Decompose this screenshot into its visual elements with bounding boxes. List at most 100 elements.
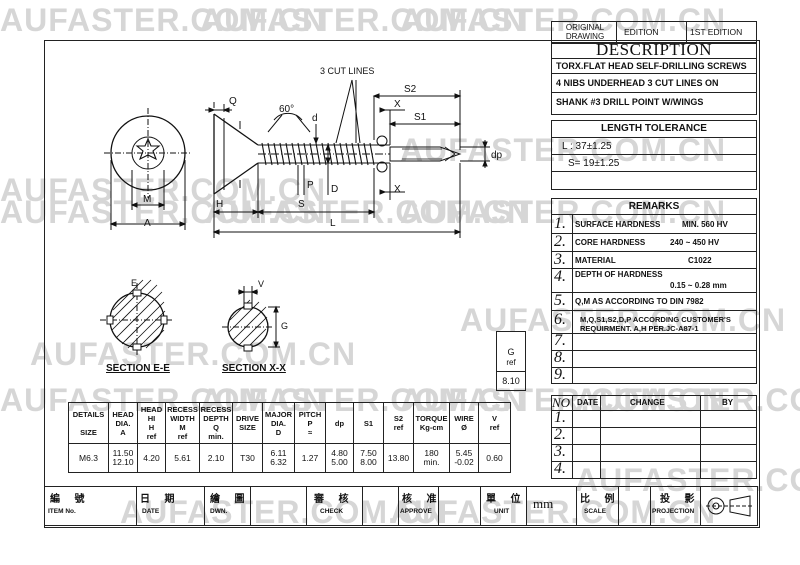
change-row-num: 2.	[554, 426, 566, 443]
label-s: S	[298, 199, 305, 210]
title-unit-value: mm	[533, 496, 554, 511]
label-s1: S1	[414, 112, 427, 123]
change-row-num: 1.	[554, 409, 566, 426]
label-m: M	[143, 194, 152, 205]
remark-value: 240 ~ 450 HV	[670, 238, 720, 247]
remark-value: 0.15 ~ 0.28 mm	[670, 281, 727, 290]
label-3-cut-lines: 3 CUT LINES	[320, 66, 375, 76]
remark-text: Q,M AS ACCORDING TO DIN 7982	[575, 297, 704, 306]
label-x-bottom: X	[394, 184, 401, 195]
label-v: V	[258, 279, 265, 289]
remark-value: MIN. 560 HV	[682, 220, 728, 229]
change-row-num: 3.	[554, 443, 566, 460]
watermark: AUFASTER.COM.CN	[200, 2, 527, 38]
label-e-top: E	[131, 278, 138, 288]
label-dp: dp	[491, 150, 503, 161]
val-pitch: 1.27	[294, 443, 326, 473]
watermark: AUFASTER.COM.CN	[400, 194, 727, 230]
g-ref-sub: ref	[506, 358, 516, 367]
col-s1: S1	[353, 402, 384, 444]
watermark: AUFASTER.COM.CN	[460, 302, 787, 338]
length-tolerance-l: L : 37±1.25	[562, 141, 612, 152]
remark-num: 1.	[554, 215, 566, 232]
description-box	[551, 43, 757, 115]
watermark: AUFASTER.COM.CN	[30, 336, 357, 372]
watermark: AUFASTER.COM.CN	[0, 172, 327, 208]
label-d-major: D	[331, 184, 339, 195]
label-x-top: X	[394, 99, 401, 110]
val-size: M6.3	[68, 443, 109, 473]
label-l: L	[330, 218, 336, 229]
section-xx	[222, 286, 280, 352]
g-ref-label: G	[507, 347, 515, 357]
label-p: P	[307, 180, 314, 191]
screw-drawing	[100, 79, 490, 357]
length-tolerance-box	[551, 120, 757, 190]
watermark: AUFASTER.COM.CN	[390, 494, 717, 530]
val-drive-size: T30	[232, 443, 263, 473]
remark-text: CORE HARDNESS	[575, 238, 646, 247]
description-line-1: TORX.FLAT HEAD SELF-DRILLING SCREWS	[556, 61, 747, 71]
label-angle: 60°	[279, 104, 295, 115]
change-col-no: NO	[552, 395, 571, 410]
g-ref-value: 8.10	[502, 376, 520, 386]
remark-text: M,Q,S1,S2,D,P ACCORDING CUSTOMER'S	[580, 315, 731, 324]
screw-side-view	[205, 79, 490, 238]
edition-label: EDITION	[624, 27, 659, 37]
remark-text-2: REQUIRMENT. A,H PER.JC-A87-1	[580, 324, 699, 333]
label-d-small: d	[312, 113, 318, 124]
length-tolerance-s: S= 19±1.25	[568, 158, 620, 169]
description-line-2: 4 NIBS UNDERHEAD 3 CUT LINES ON	[556, 78, 719, 88]
remark-num: 2.	[554, 233, 566, 250]
change-table	[551, 395, 757, 479]
header-box	[551, 21, 757, 43]
remark-num: 8.	[554, 349, 566, 366]
g-ref-box	[496, 331, 526, 391]
remark-num: 3.	[554, 251, 566, 268]
remark-num: 6.	[554, 311, 566, 328]
section-ee-label: SECTION E-E	[106, 363, 170, 374]
projection-symbol-icon	[706, 495, 752, 517]
description-line-3: SHANK #3 DRILL POINT W/WINGS	[556, 97, 704, 107]
watermark: AUFASTER.COM.CN	[575, 382, 800, 418]
remark-num: 9.	[554, 366, 566, 383]
change-row-num: 4.	[554, 460, 566, 477]
remarks-box	[551, 198, 757, 384]
watermark: AUFASTER.COM.CN	[120, 494, 447, 530]
label-s2: S2	[404, 84, 417, 95]
val-recess-width: 5.61	[165, 443, 200, 473]
original-drawing-label: ORIGINAL DRAWING	[565, 23, 605, 41]
change-col-by: BY	[722, 398, 734, 407]
remark-text: MATERIAL	[575, 256, 616, 265]
section-ee	[100, 279, 174, 357]
watermark: AUFASTER.COM.CN	[575, 462, 800, 498]
remark-value: C1022	[688, 256, 712, 265]
col-dp: dp	[325, 402, 354, 444]
remark-num: 5.	[554, 292, 566, 309]
label-a: A	[144, 218, 151, 229]
remark-text: DEPTH OF HARDNESS	[575, 270, 663, 279]
watermark: AUFASTER.COM.CN	[0, 2, 327, 38]
val-wire: 5.45-0.02	[449, 443, 479, 473]
watermark: AUFASTER.COM.CN	[400, 132, 727, 168]
remark-num: 7.	[554, 332, 566, 349]
val-recess-depth: 2.10	[199, 443, 233, 473]
title-block	[44, 486, 758, 526]
change-col-date: DATE	[577, 398, 599, 407]
edition-value: 1ST EDITION	[690, 27, 743, 37]
val-head-hi: 4.20	[137, 443, 166, 473]
